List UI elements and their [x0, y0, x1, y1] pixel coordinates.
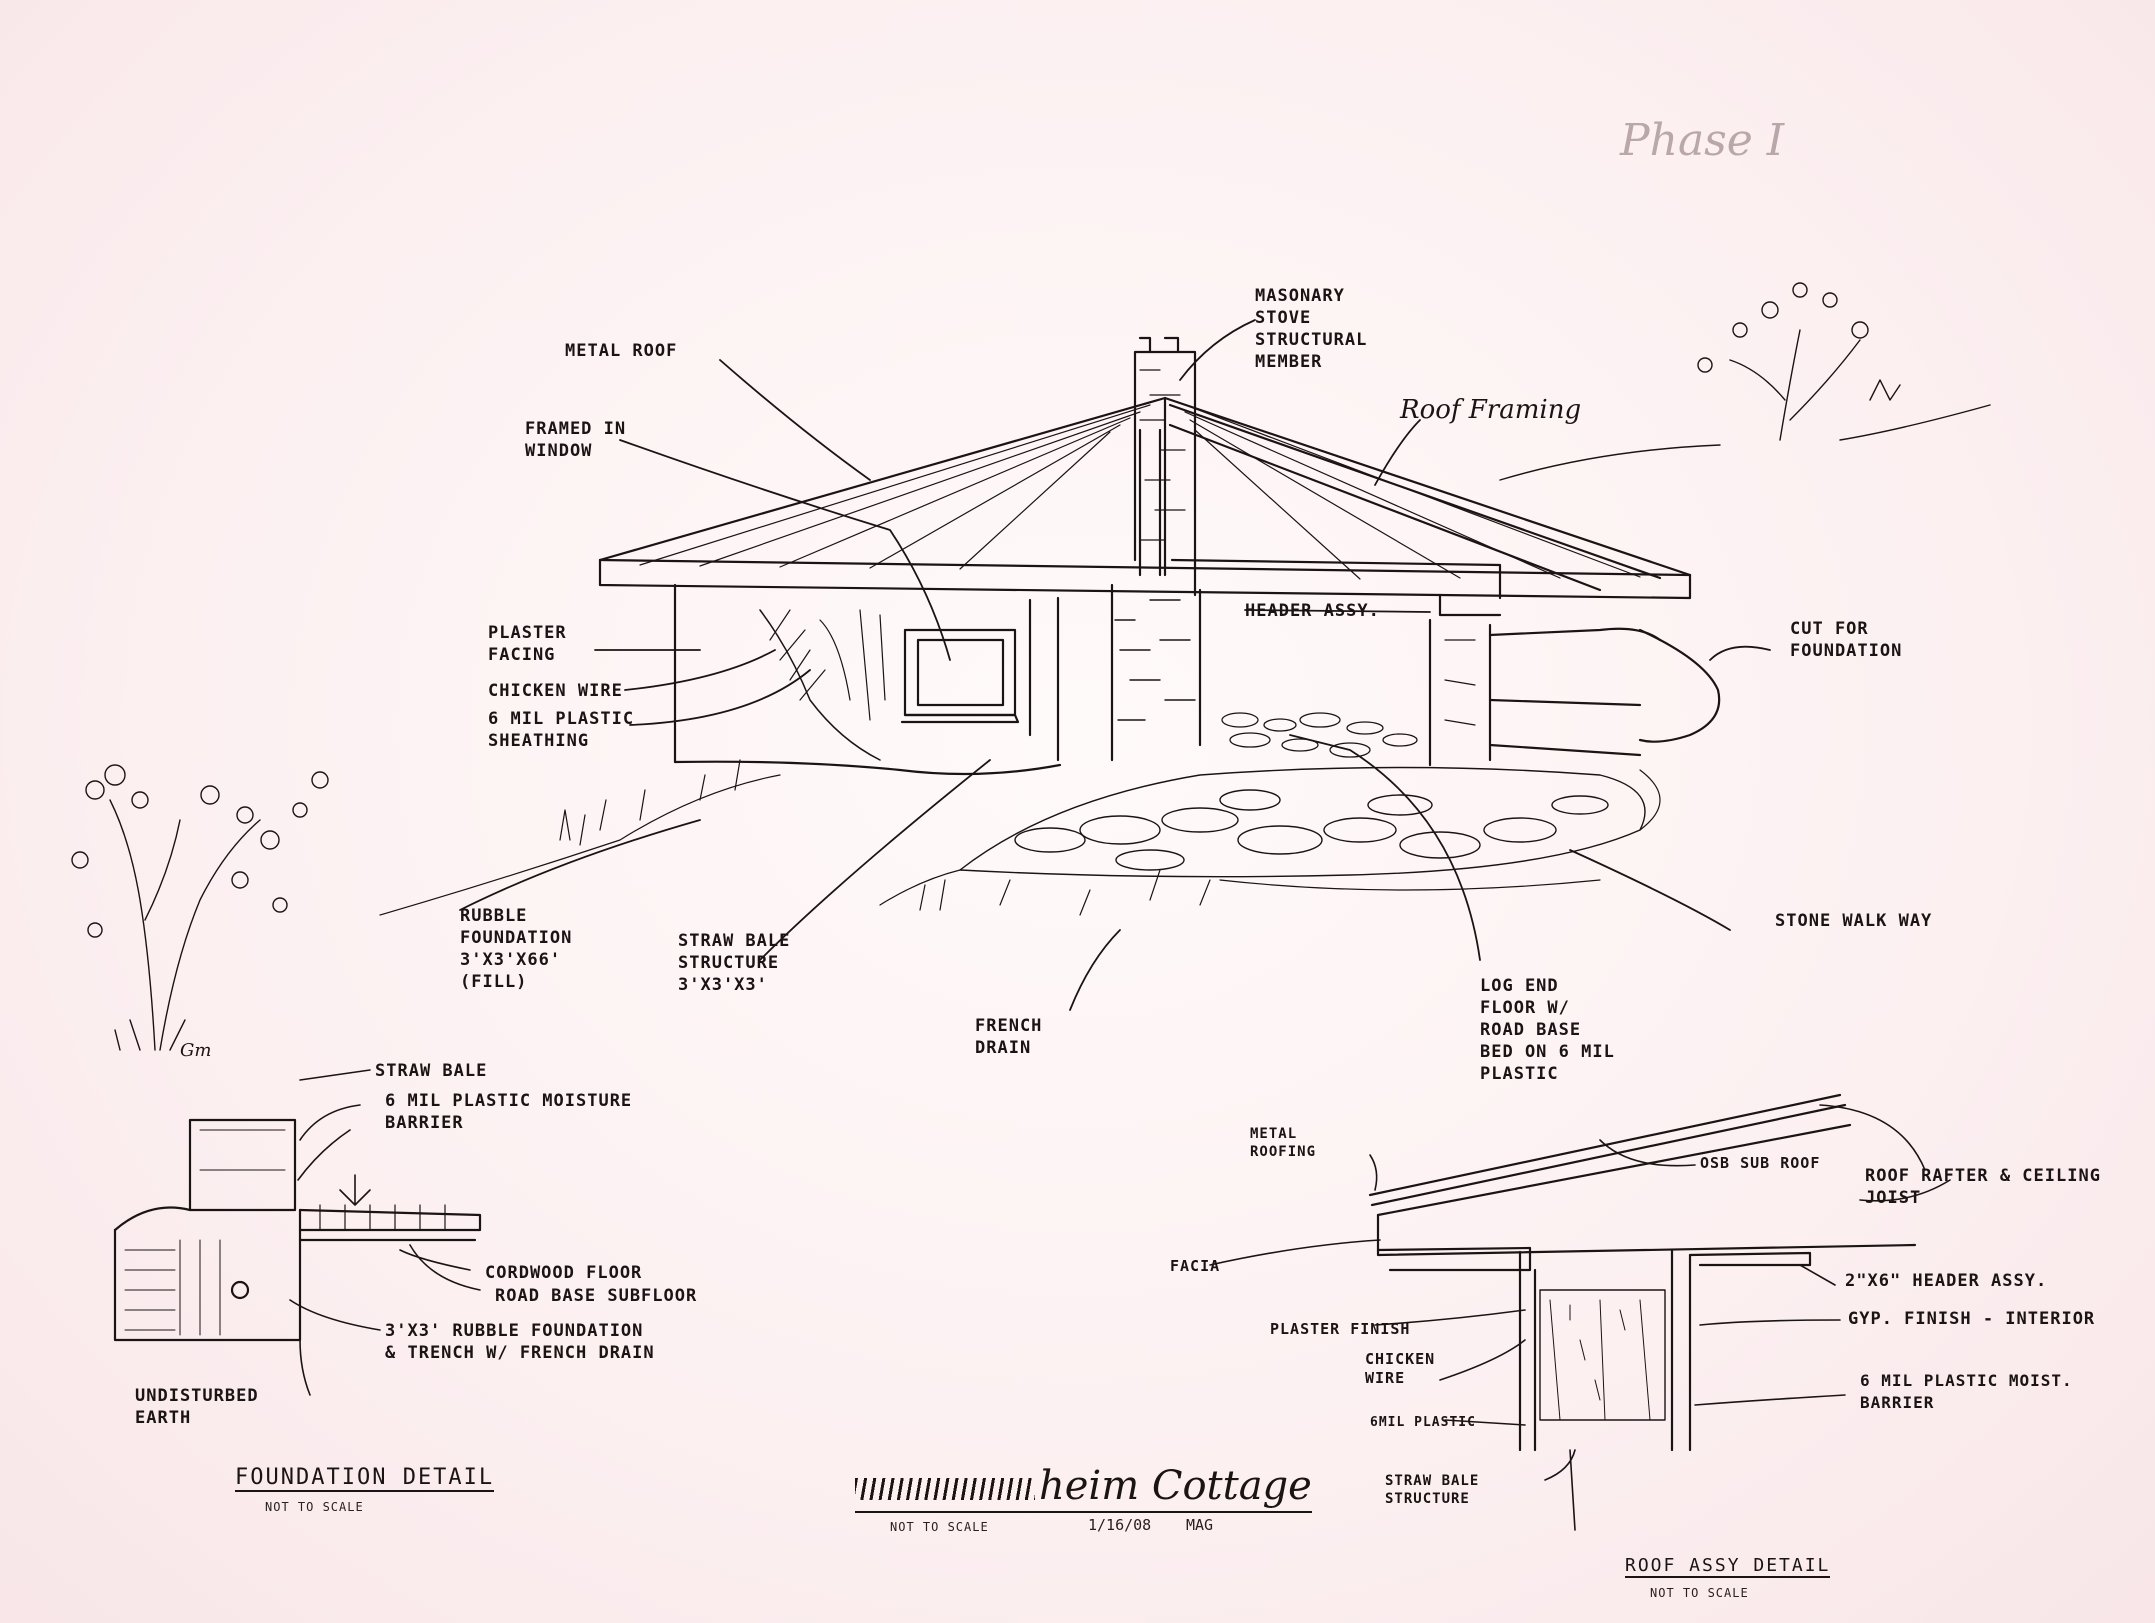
roof-framing-shape	[1138, 403, 1662, 617]
foundation-detail-scale: NOT TO SCALE	[265, 1500, 364, 1514]
label-plastic-sheathing: 6 MIL PLASTIC SHEATHING	[488, 709, 635, 751]
metal-roof-shape	[598, 396, 1692, 600]
label-plaster-facing: PLASTER FACING	[488, 623, 567, 665]
straw-bale-wall-left	[673, 583, 1062, 776]
fd-road-base: ROAD BASE SUBFLOOR	[495, 1286, 698, 1306]
label-masonry-stove: MASONARY STOVE STRUCTURAL MEMBER	[1255, 286, 1368, 372]
tree-right	[1499, 282, 1991, 481]
rd-straw-bale: STRAW BALE STRUCTURE	[1385, 1473, 1480, 1507]
framed-window-shape	[900, 628, 1020, 724]
label-chicken-wire: CHICKEN WIRE	[488, 681, 623, 701]
label-cut-for-foundation: CUT FOR FOUNDATION	[1790, 619, 1903, 661]
drawing-date: 1/16/08	[1088, 1516, 1152, 1534]
leader-lines-main	[459, 319, 1771, 1011]
fd-straw-bale: STRAW BALE	[375, 1061, 488, 1081]
log-end-floor-shape	[1221, 712, 1418, 758]
drawing-title: heim Cottage	[855, 1463, 1312, 1513]
straw-bale-wall-right	[1428, 618, 1721, 767]
label-straw-bale-structure: STRAW BALE STRUCTURE 3'X3'X3'	[678, 931, 791, 995]
stone-walkway-shape	[959, 766, 1646, 878]
masonry-stove-shape	[1110, 336, 1202, 762]
foundation-detail-title: FOUNDATION DETAIL	[235, 1465, 495, 1492]
rd-osb: OSB SUB ROOF	[1700, 1154, 1821, 1172]
rd-moist-barrier: 6 MIL PLASTIC MOIST. BARRIER	[1860, 1371, 2073, 1412]
rd-rafter: ROOF RAFTER & CEILING JOIST	[1865, 1166, 2101, 1208]
tree-left	[71, 764, 329, 1051]
fd-cordwood-floor: CORDWOOD FLOOR	[485, 1263, 643, 1283]
redacted-name	[855, 1478, 1035, 1500]
label-stone-walkway: STONE WALK WAY	[1775, 911, 1933, 931]
drawing-initials: MAG	[1186, 1516, 1214, 1534]
label-framed-window: FRAMED IN WINDOW	[525, 419, 627, 461]
rd-plastic: 6MIL PLASTIC	[1370, 1415, 1476, 1430]
rd-plaster-finish: PLASTER FINISH	[1270, 1320, 1411, 1338]
fd-moisture-barrier: 6 MIL PLASTIC MOISTURE BARRIER	[385, 1091, 633, 1133]
label-log-end-floor: LOG END FLOOR W/ ROAD BASE BED ON 6 MIL …	[1480, 976, 1615, 1084]
label-initials-tree: Gm	[180, 1040, 212, 1061]
rd-gyp: GYP. FINISH - INTERIOR	[1848, 1309, 2096, 1329]
fd-earth: UNDISTURBED EARTH	[135, 1386, 259, 1428]
label-rubble-foundation: RUBBLE FOUNDATION 3'X3'X66' (FILL)	[460, 906, 573, 992]
phase-note: Phase I	[1620, 115, 1785, 166]
ground-grass	[379, 759, 1661, 916]
label-metal-roof: METAL ROOF	[565, 341, 678, 361]
rd-header: 2"X6" HEADER ASSY.	[1845, 1271, 2048, 1291]
roof-detail-title: ROOF ASSY DETAIL	[1625, 1555, 1831, 1578]
label-roof-framing: Roof Framing	[1400, 395, 1582, 425]
rd-facia: FACIA	[1170, 1257, 1221, 1275]
label-header-assy: HEADER ASSY.	[1245, 601, 1380, 621]
rd-metal-roofing: METAL ROOFING	[1250, 1126, 1317, 1160]
label-french-drain: FRENCH DRAIN	[975, 1016, 1043, 1058]
fd-rubble: 3'X3' RUBBLE FOUNDATION & TRENCH W/ FREN…	[385, 1321, 655, 1363]
rd-chicken-wire: CHICKEN WIRE	[1365, 1350, 1436, 1387]
foundation-detail-shape	[113, 1069, 482, 1396]
roof-detail-scale: NOT TO SCALE	[1650, 1586, 1749, 1600]
drawing-scale: NOT TO SCALE	[890, 1520, 989, 1534]
roof-detail-shape	[1209, 1093, 1951, 1531]
